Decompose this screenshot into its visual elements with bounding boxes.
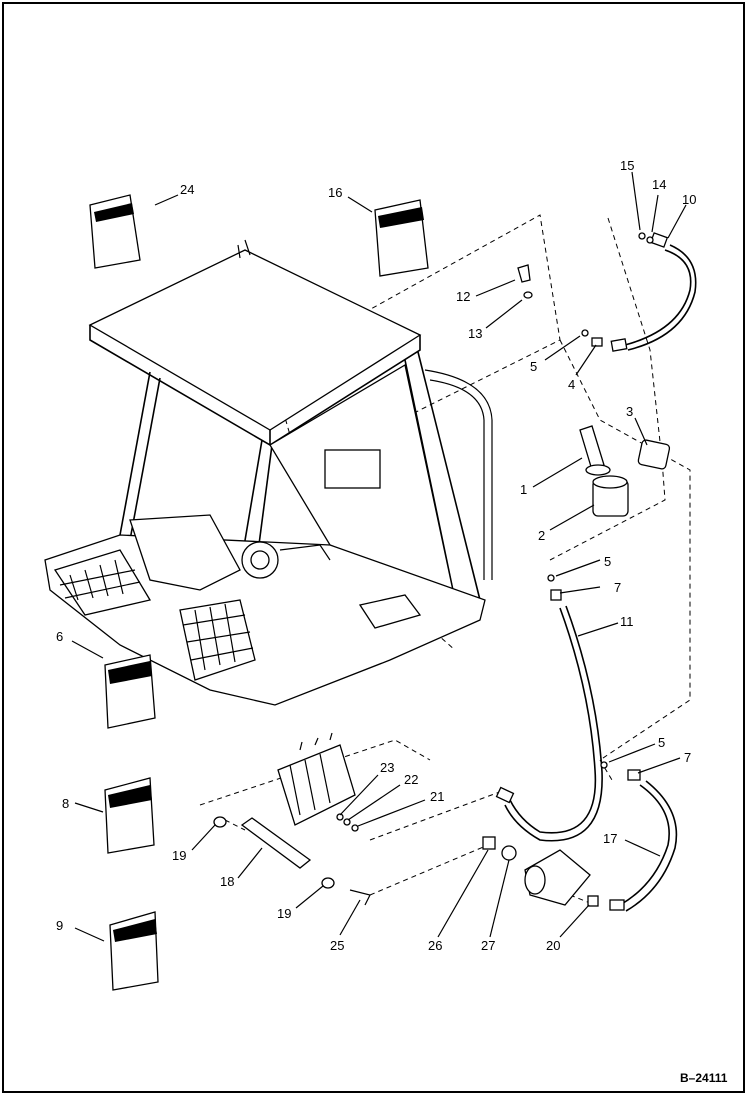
callout-14: 14 (652, 177, 666, 192)
pump-20 (524, 849, 599, 907)
callout-18: 18 (220, 874, 234, 889)
steering-column-1 (579, 425, 611, 476)
callout-1: 1 (520, 482, 527, 497)
callout-4: 4 (568, 377, 575, 392)
hose-17 (600, 761, 678, 912)
callout-5-mid: 5 (604, 554, 611, 569)
callout-20: 20 (546, 938, 560, 953)
manual-box-6 (104, 654, 156, 729)
fittings-26-27 (482, 836, 517, 861)
tube-18 (213, 816, 371, 906)
callout-15: 15 (620, 158, 634, 173)
manual-box-24 (89, 194, 141, 269)
callout-8: 8 (62, 796, 69, 811)
callout-23: 23 (380, 760, 394, 775)
callout-21: 21 (430, 789, 444, 804)
callout-19-lower: 19 (277, 906, 291, 921)
callout-26: 26 (428, 938, 442, 953)
callout-25: 25 (330, 938, 344, 953)
callout-labels: 24 16 15 14 10 12 13 5 4 3 1 2 5 7 11 6 … (56, 158, 696, 953)
fitting-12-13 (517, 264, 603, 347)
manual-box-9 (109, 911, 159, 991)
callout-27: 27 (481, 938, 495, 953)
callout-7-mid: 7 (614, 580, 621, 595)
callout-2: 2 (538, 528, 545, 543)
callout-16: 16 (328, 185, 342, 200)
valve-3 (637, 439, 671, 470)
reference-code: B–24111 (680, 1071, 728, 1085)
callout-3: 3 (626, 404, 633, 419)
callout-11: 11 (620, 614, 634, 629)
manual-box-8 (104, 777, 155, 854)
steering-unit-2 (592, 475, 629, 517)
callout-5-upper: 5 (530, 359, 537, 374)
callout-5-lower: 5 (658, 735, 665, 750)
callout-6: 6 (56, 629, 63, 644)
callout-9: 9 (56, 918, 63, 933)
manual-box-16 (374, 199, 429, 277)
callout-13: 13 (468, 326, 482, 341)
control-valve (277, 732, 359, 832)
callout-24: 24 (180, 182, 194, 197)
callout-12: 12 (456, 289, 470, 304)
leader-lines (71, 171, 687, 942)
callout-17: 17 (603, 831, 617, 846)
cab-frame (44, 239, 493, 706)
callout-19-upper: 19 (172, 848, 186, 863)
callout-7-lower: 7 (684, 750, 691, 765)
hose-11 (495, 574, 603, 842)
hose-10 (610, 232, 697, 352)
callout-22: 22 (404, 772, 418, 787)
callout-10: 10 (682, 192, 696, 207)
